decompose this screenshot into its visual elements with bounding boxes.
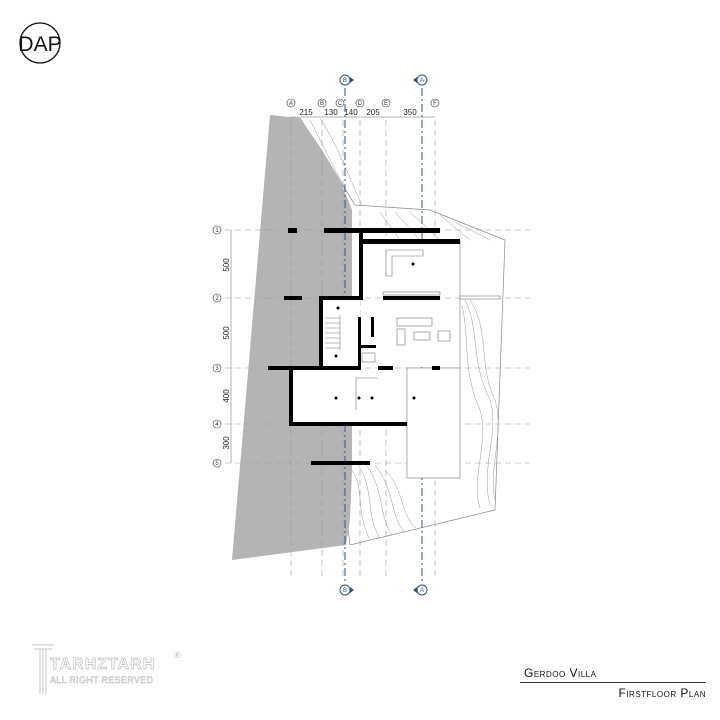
section-marker-a-bottom: A [413,584,428,596]
column-logo-icon [32,644,54,694]
section-marker-b-bottom: B [339,584,354,596]
counter [382,291,441,296]
section-marker-b-top: B [339,74,354,86]
watermark-tagline: ALL RIGHT RESERVED [50,675,154,686]
svg-text:B: B [343,78,347,84]
logo-text: DAP [18,33,61,56]
interior-outlines [292,241,501,479]
svg-text:5: 5 [215,461,219,467]
svg-text:205: 205 [366,108,380,117]
project-name: Gerdoo Villa [520,666,706,683]
dap-logo: DAP [18,22,62,64]
svg-text:130: 130 [324,108,338,117]
svg-text:2: 2 [215,296,219,302]
svg-text:3: 3 [215,366,219,372]
svg-text:400: 400 [222,389,231,403]
svg-text:A: A [289,101,293,107]
level-markers [334,262,416,400]
svg-text:E: E [384,101,388,107]
bathtub [361,352,376,363]
registered-mark: ® [174,650,181,660]
column-grid-labels: A B C D E F [286,98,440,108]
svg-text:1: 1 [215,228,219,234]
row-grid-labels: 1 2 3 4 5 [212,225,222,468]
column-dimensions: 215 130 140 205 350 [299,108,417,117]
armchair [396,328,406,346]
section-markers: B A B A [339,74,428,596]
svg-text:A: A [420,78,424,84]
sheet-title: Firstfloor Plan [618,686,706,700]
title-block: Gerdoo Villa Firstfloor Plan [520,666,706,700]
svg-text:350: 350 [403,108,417,117]
svg-text:215: 215 [299,108,313,117]
svg-text:C: C [338,101,343,107]
svg-text:500: 500 [222,258,231,272]
svg-text:B: B [320,101,324,107]
svg-text:140: 140 [344,108,358,117]
svg-text:4: 4 [215,422,219,428]
svg-text:B: B [343,588,347,594]
svg-text:F: F [433,101,437,107]
svg-text:D: D [358,101,363,107]
row-dimensions: 500 500 400 300 [222,258,231,450]
armchair [437,330,451,342]
svg-text:500: 500 [222,326,231,340]
sofa-set [396,317,433,327]
tarhztarh-watermark: TARHZTARH ALL RIGHT RESERVED ® [30,640,190,696]
svg-text:300: 300 [222,436,231,450]
watermark-brand: TARHZTARH [50,656,156,674]
sofa [385,249,424,277]
walls [268,228,460,465]
staircase [325,315,341,350]
svg-text:A: A [420,588,424,594]
section-marker-a-top: A [413,74,428,86]
terrain-hatch [232,115,352,560]
contour-lines [309,117,499,541]
coffee-table [413,331,431,341]
